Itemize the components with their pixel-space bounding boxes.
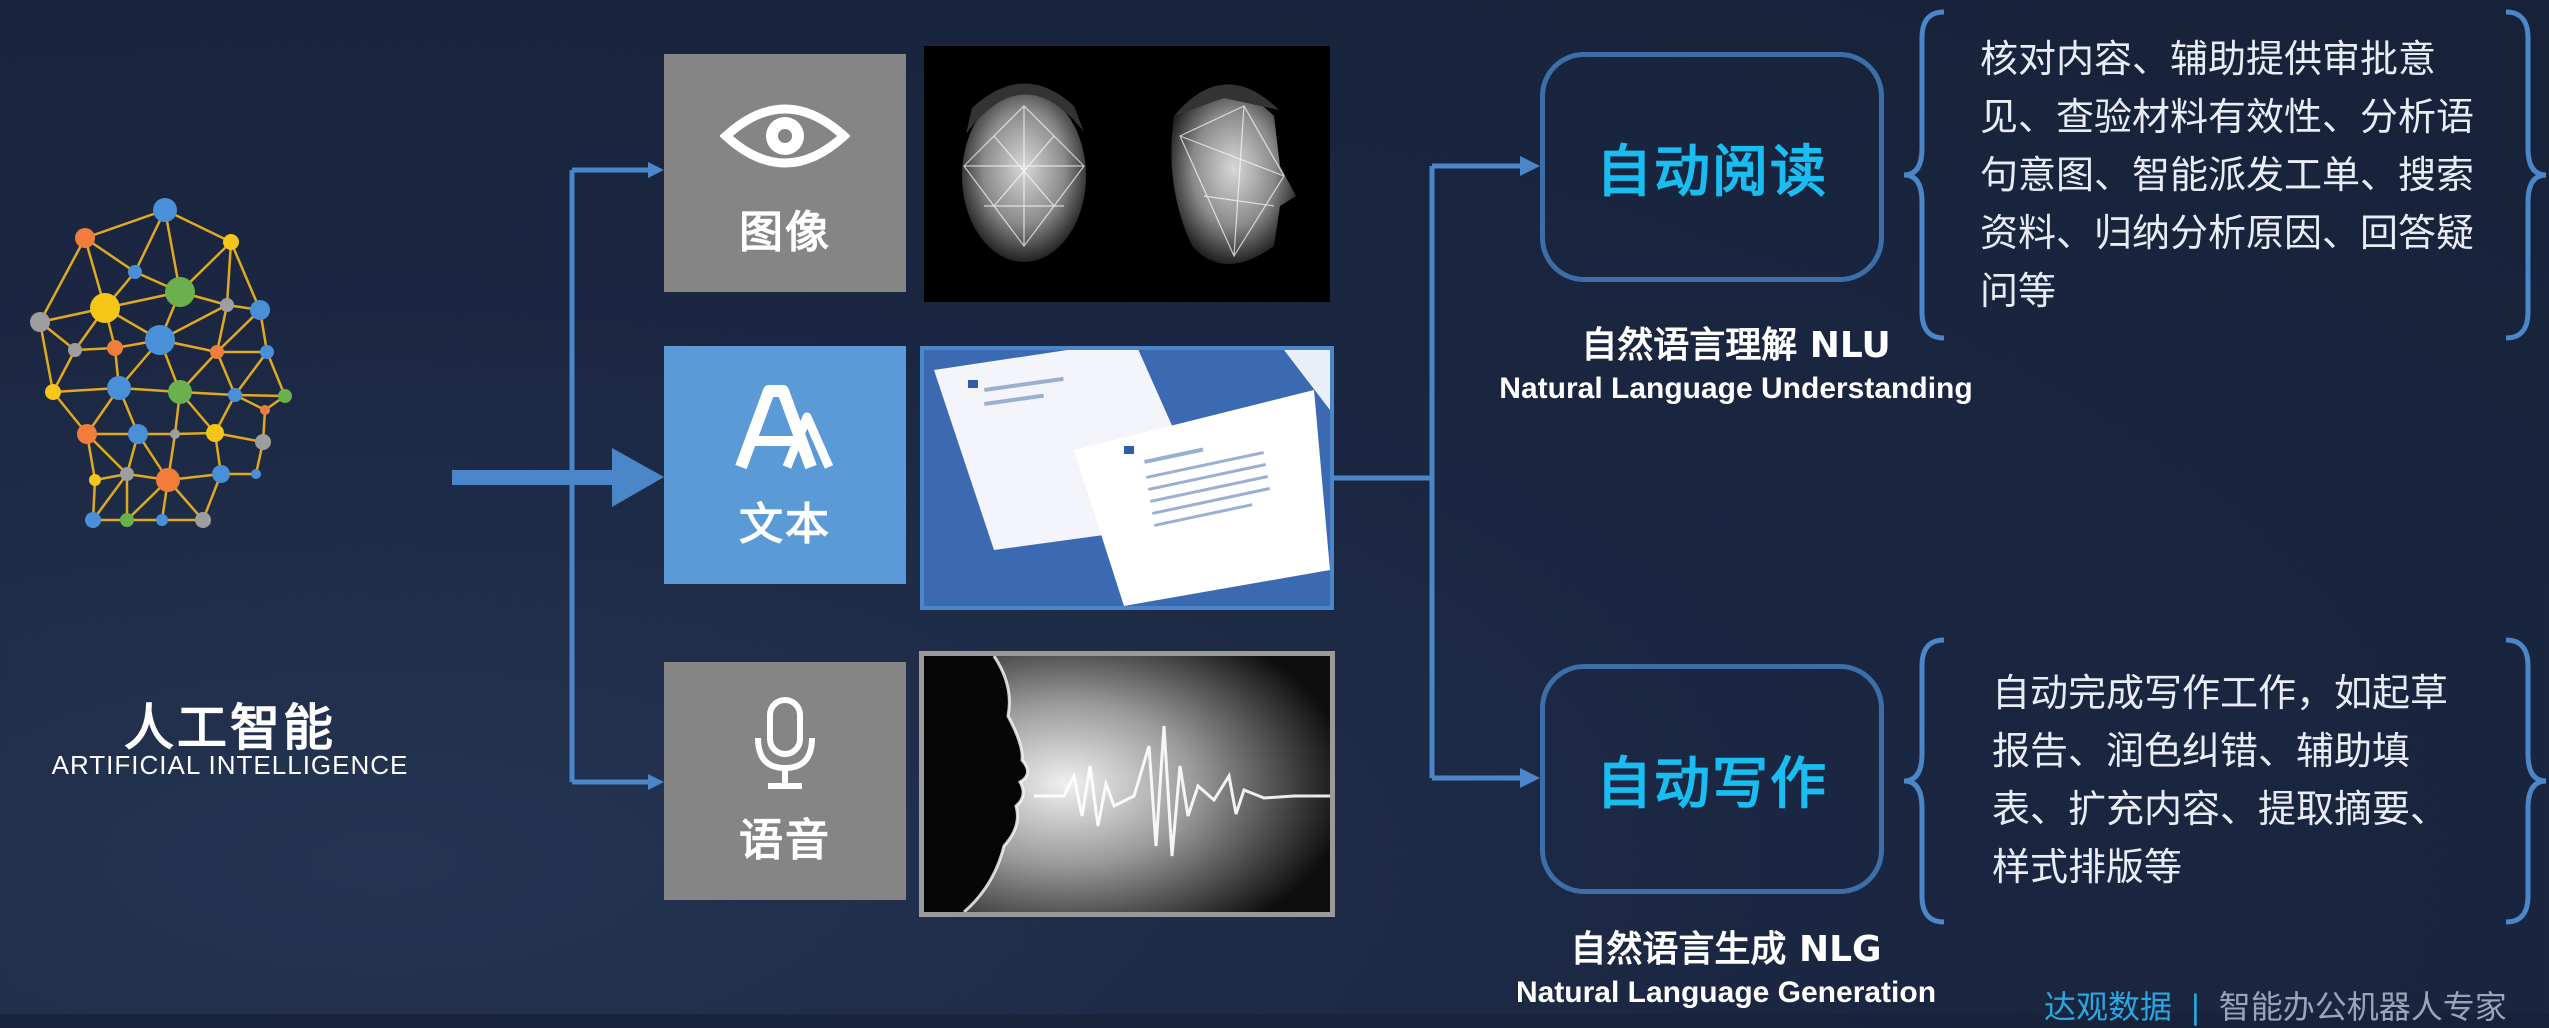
footer: 达观数据 | 智能办公机器人专家	[2044, 982, 2507, 1028]
footer-brand: 达观数据	[2044, 988, 2173, 1026]
network-node	[120, 513, 134, 527]
nlg-caption-cn: 自然语言生成 NLG	[1570, 929, 1882, 970]
nlg-caption-en: Natural Language Generation	[1515, 976, 1937, 1009]
nlg-desc-line-4: 样式排版等	[1992, 845, 2183, 889]
tile-text-label: 文本	[739, 499, 831, 550]
network-node	[251, 469, 261, 479]
network-edge	[234, 393, 286, 398]
tile-voice[interactable]: 语音	[664, 662, 906, 900]
arrow-to-write	[1520, 768, 1540, 788]
tile-image-label: 图像	[739, 207, 831, 258]
nlu-caption-cn: 自然语言理解 NLU	[1581, 325, 1891, 366]
network-node	[107, 340, 123, 356]
voice-waveform-photo	[919, 651, 1335, 917]
network-node	[128, 424, 148, 444]
network-node	[278, 389, 292, 403]
arrow-to-read	[1520, 156, 1540, 176]
ai-title: 人工智能	[124, 699, 336, 757]
network-node	[210, 345, 224, 359]
network-node	[68, 343, 82, 357]
network-node	[30, 312, 50, 332]
network-node	[120, 467, 134, 481]
network-node	[145, 325, 175, 355]
network-node	[223, 234, 239, 250]
network-node	[212, 465, 230, 483]
nlu-left-brace	[1903, 9, 1945, 341]
nlu-desc-line-2: 见、查验材料有效性、分析语	[1980, 95, 2475, 139]
network-edge	[216, 309, 261, 353]
nlu-caption-en: Natural Language Understanding	[1499, 372, 1973, 405]
input-branch-lines	[569, 167, 650, 785]
nlg-right-brace	[2505, 637, 2547, 925]
footer-slogan: 智能办公机器人专家	[2218, 988, 2507, 1026]
nlg-left-brace	[1903, 637, 1945, 925]
network-edge	[215, 304, 229, 353]
network-node	[206, 424, 224, 442]
ai-subtitle: ARTIFICIAL INTELLIGENCE	[51, 750, 409, 780]
network-edge	[265, 351, 287, 397]
network-node	[77, 424, 97, 444]
tile-image[interactable]: 图像	[664, 54, 906, 292]
nlg-description: 自动完成写作工作，如起草 报告、润色纠错、辅助填 表、扩充内容、提取摘要、 样式…	[1992, 664, 2448, 896]
network-node	[128, 265, 142, 279]
network-edge	[38, 237, 87, 323]
arrow-to-image	[648, 162, 664, 178]
network-node	[260, 345, 274, 359]
network-node	[170, 429, 180, 439]
microphone-icon	[720, 694, 850, 794]
network-node	[85, 512, 101, 528]
face-scan-photo	[924, 46, 1330, 302]
ai-main-arrow	[452, 448, 664, 507]
network-edge	[84, 236, 136, 274]
document-photo	[920, 346, 1334, 610]
network-edge	[84, 208, 166, 240]
tile-text[interactable]: 文本	[664, 346, 906, 584]
nlg-desc-line-2: 报告、润色纠错、辅助填	[1992, 729, 2411, 773]
network-edge	[91, 473, 129, 521]
nlu-desc-line-3: 句意图、智能派发工单、搜索	[1980, 153, 2475, 197]
nlu-desc-line-4: 资料、归纳分析原因、回答疑	[1980, 211, 2475, 255]
network-node	[107, 376, 131, 400]
network-node	[195, 512, 211, 528]
nlu-desc-line-1: 核对内容、辅助提供审批意	[1980, 37, 2437, 81]
tile-voice-label: 语音	[739, 815, 831, 866]
nlu-desc-line-5: 问等	[1980, 269, 2057, 313]
network-edge	[38, 321, 55, 393]
auto-write-box[interactable]: 自动写作	[1540, 664, 1884, 894]
network-node	[168, 380, 192, 404]
network-node	[156, 468, 180, 492]
network-edge	[164, 208, 232, 244]
nlu-description: 核对内容、辅助提供审批意 见、查验材料有效性、分析语 句意图、智能派发工单、搜索…	[1980, 30, 2474, 320]
network-node	[255, 434, 271, 450]
network-node	[228, 388, 242, 402]
network-node	[75, 228, 95, 248]
nlg-desc-line-1: 自动完成写作工作，如起草	[1992, 671, 2449, 715]
eye-icon	[720, 86, 850, 186]
network-edge	[225, 241, 233, 306]
nlu-right-brace	[2505, 9, 2547, 341]
network-node	[153, 198, 177, 222]
output-branch-lines	[1330, 163, 1524, 781]
network-node	[260, 405, 270, 415]
text-font-icon	[720, 378, 850, 478]
network-node	[250, 300, 270, 320]
network-node	[156, 514, 168, 526]
network-edge	[215, 351, 237, 396]
network-node	[45, 384, 61, 400]
footer-separator: |	[2190, 988, 2201, 1026]
network-node	[220, 298, 234, 312]
network-edge	[229, 241, 262, 311]
nlg-desc-line-3: 表、扩充内容、提取摘要、	[1992, 787, 2449, 831]
arrow-to-voice	[648, 774, 664, 790]
network-edge	[233, 351, 269, 396]
ai-brain-network-icon	[30, 198, 292, 528]
network-node	[90, 293, 120, 323]
network-node	[89, 474, 101, 486]
network-node	[165, 277, 195, 307]
auto-read-box[interactable]: 自动阅读	[1540, 52, 1884, 282]
